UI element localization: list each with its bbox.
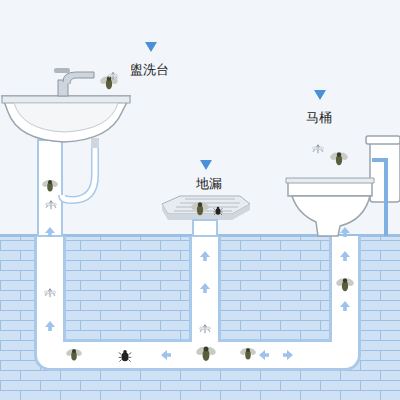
fixture-label: 盥洗台 — [130, 62, 169, 78]
fixture-label: 地漏 — [196, 176, 222, 192]
fixture-label: 马桶 — [306, 110, 332, 126]
